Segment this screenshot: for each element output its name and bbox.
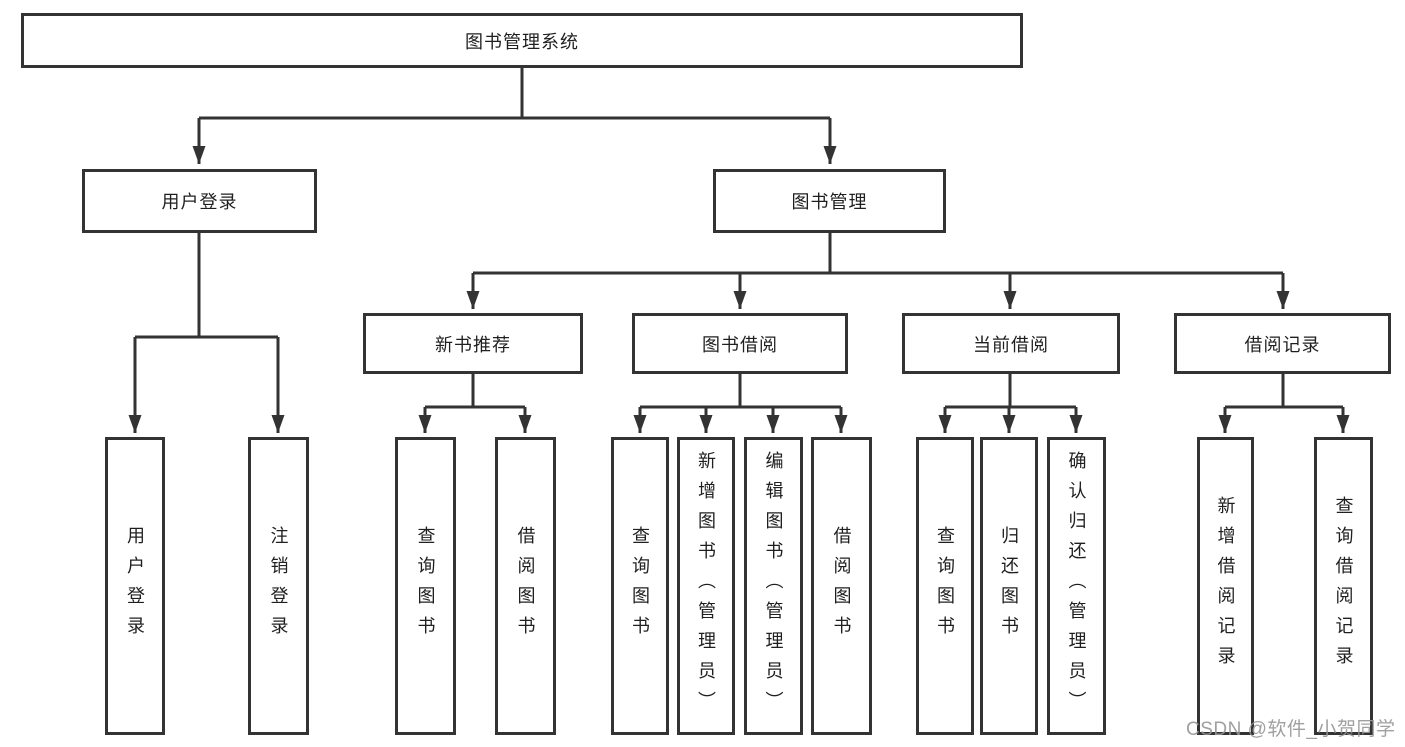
node-leaf-user-login-label: 用户登录	[125, 526, 145, 646]
node-new-book-recommend: 新书推荐	[363, 313, 583, 374]
node-borrowing-records-label: 借阅记录	[1244, 334, 1321, 355]
node-leaf-query-borrow-record: 查询借阅记录	[1314, 437, 1373, 735]
node-leaf-user-login: 用户登录	[105, 437, 165, 735]
node-leaf-borrow-books-recommend: 借阅图书	[495, 437, 556, 735]
node-user-login-label: 用户登录	[161, 192, 238, 212]
node-current-borrowing-label: 当前借阅	[973, 334, 1049, 355]
node-book-borrowing: 图书借阅	[632, 313, 848, 374]
node-leaf-query-books-borrowing-label: 查询图书	[630, 526, 650, 646]
watermark-text: CSDN @软件_小贺同学	[1186, 719, 1396, 740]
node-leaf-edit-books-admin: 编辑图书（管理员）	[744, 437, 803, 735]
node-leaf-confirm-return-admin: 确认归还（管理员）	[1047, 437, 1106, 735]
node-book-management: 图书管理	[713, 169, 946, 233]
node-new-book-recommend-label: 新书推荐	[435, 334, 511, 355]
node-leaf-query-books-borrowing: 查询图书	[611, 437, 669, 735]
node-leaf-query-books-current: 查询图书	[916, 437, 974, 735]
node-leaf-query-books-current-label: 查询图书	[935, 526, 955, 646]
node-root: 图书管理系统	[21, 13, 1023, 68]
node-leaf-query-borrow-record-label: 查询借阅记录	[1333, 496, 1354, 676]
node-leaf-confirm-return-admin-label: 确认归还（管理员）	[1066, 451, 1087, 721]
node-leaf-edit-books-admin-label: 编辑图书（管理员）	[763, 451, 784, 721]
node-leaf-borrow-books-recommend-label: 借阅图书	[515, 526, 536, 646]
node-leaf-borrow-books-borrowing: 借阅图书	[811, 437, 872, 735]
node-borrowing-records: 借阅记录	[1174, 313, 1391, 374]
node-book-management-label: 图书管理	[791, 192, 868, 212]
node-leaf-return-books-label: 归还图书	[999, 526, 1019, 646]
node-leaf-borrow-books-borrowing-label: 借阅图书	[831, 526, 852, 646]
node-leaf-add-borrow-record: 新增借阅记录	[1197, 437, 1254, 735]
node-leaf-add-books-admin: 新增图书（管理员）	[677, 437, 735, 735]
node-leaf-return-books: 归还图书	[980, 437, 1038, 735]
node-leaf-add-books-admin-label: 新增图书（管理员）	[696, 451, 716, 721]
node-leaf-query-books-recommend-label: 查询图书	[415, 526, 436, 646]
node-leaf-logout: 注销登录	[248, 437, 309, 735]
node-leaf-logout-label: 注销登录	[268, 526, 289, 646]
node-user-login: 用户登录	[82, 169, 317, 233]
node-root-label: 图书管理系统	[465, 31, 579, 52]
node-current-borrowing: 当前借阅	[902, 313, 1120, 374]
node-leaf-add-borrow-record-label: 新增借阅记录	[1215, 496, 1236, 676]
node-leaf-query-books-recommend: 查询图书	[395, 437, 456, 735]
node-book-borrowing-label: 图书借阅	[702, 334, 778, 355]
